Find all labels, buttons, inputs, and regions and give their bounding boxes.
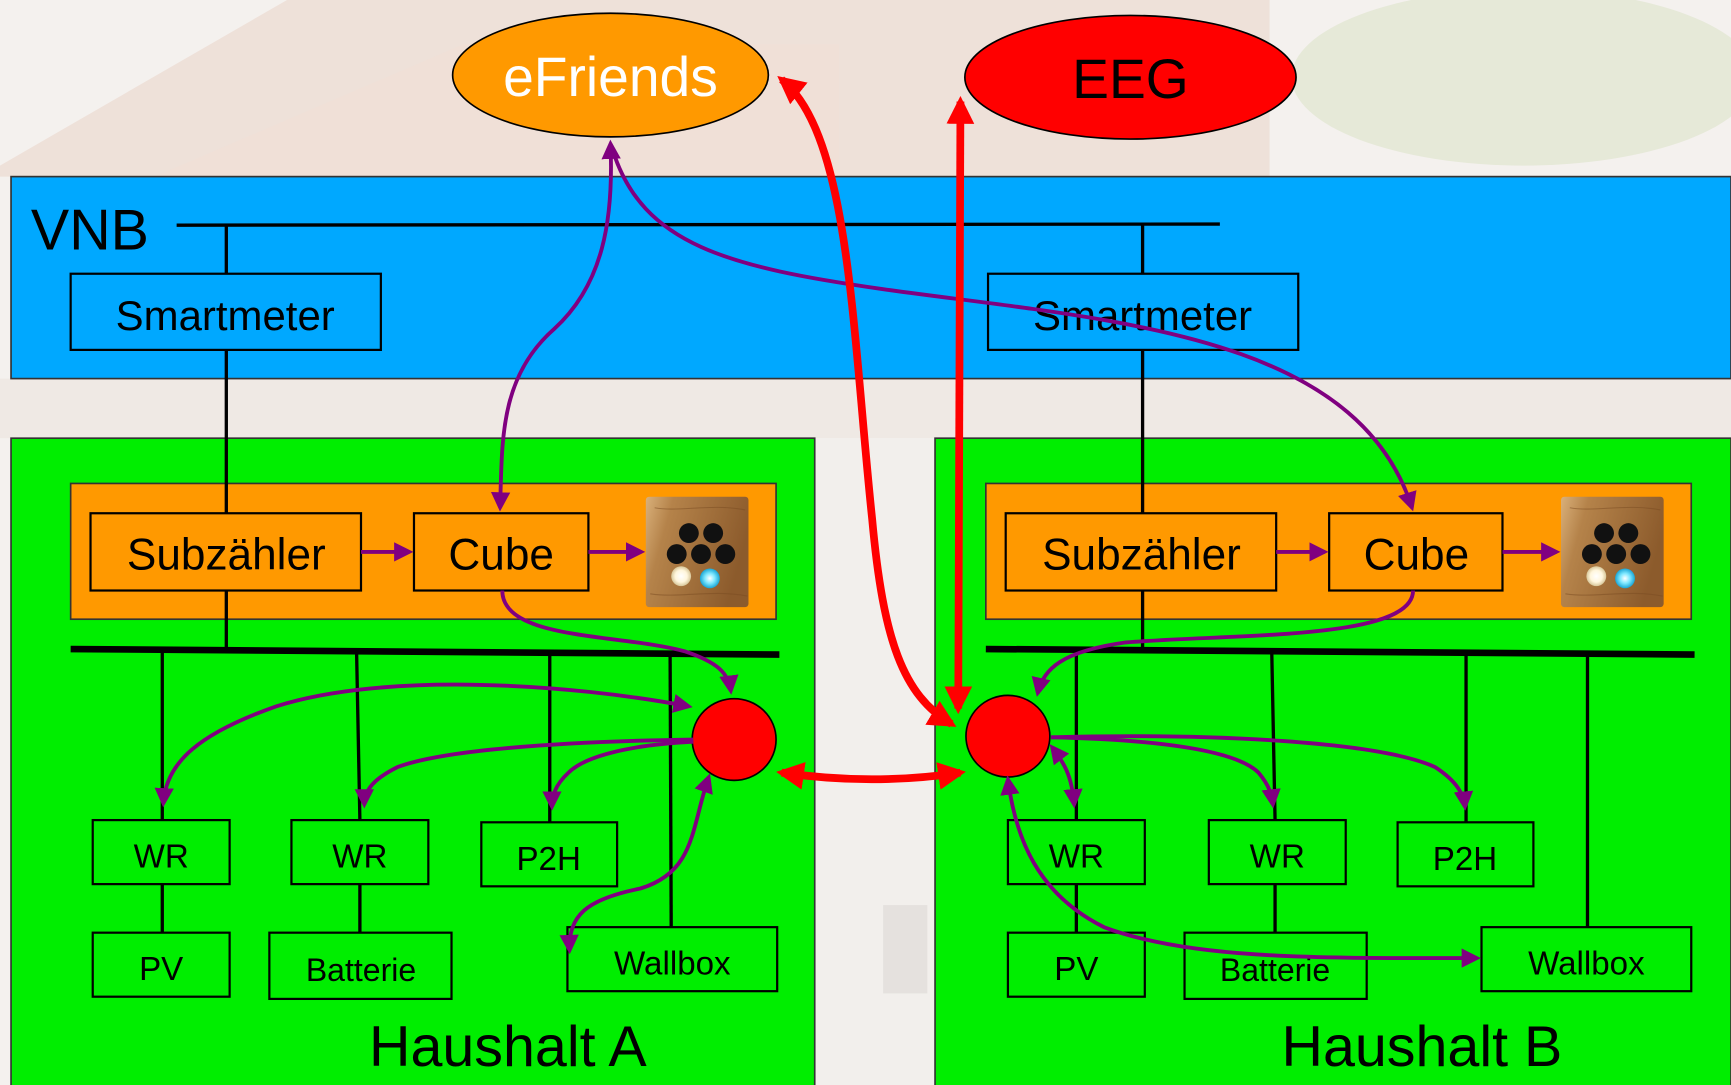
p2h-b-label: P2H — [1433, 841, 1497, 878]
controller-a-inverter-pv-arrow — [154, 682, 693, 808]
inverter-pv-a-label: WR — [134, 839, 189, 876]
inverter-battery-a-label: WR — [332, 839, 387, 876]
wallbox-b-box — [1480, 926, 1693, 993]
efriends-cube-a-arrow — [490, 139, 621, 512]
wallbox-b-label: Wallbox — [1528, 946, 1645, 983]
pv-a-label: PV — [139, 951, 183, 988]
controller-a-controller-b-arrow — [776, 762, 966, 790]
smartmeter-b-box — [986, 272, 1300, 351]
cube-b-label: Cube — [1364, 531, 1470, 580]
grid-operator-band — [10, 175, 1731, 380]
inverter-pv-b-label: WR — [1049, 839, 1104, 876]
cube-a-label: Cube — [448, 531, 554, 580]
pv-a-box — [91, 931, 231, 998]
eeg-node — [964, 14, 1297, 140]
battery-a-box — [268, 931, 453, 1001]
smartmeter-a-label: Smartmeter — [116, 292, 335, 339]
efriends-node — [451, 12, 770, 138]
inverter-battery-a-box — [290, 818, 430, 886]
controller-a-inverter-battery-arrow — [354, 737, 694, 809]
inverter-pv-a-box — [91, 818, 231, 886]
energy-flow-arrows — [776, 75, 975, 790]
household-a-bus — [70, 645, 780, 658]
submeter-a-label: Subzähler — [127, 531, 326, 580]
controller-a-p2h-arrow — [542, 739, 694, 811]
household-a-title: Haushalt A — [369, 1015, 647, 1079]
submeter-b-label: Subzähler — [1042, 531, 1241, 580]
cube-a-to-controller-arrow — [500, 590, 739, 695]
efriends-controller-b-arrow — [777, 75, 957, 728]
p2h-a-label: P2H — [516, 841, 580, 878]
grid-operator-label: VNB — [31, 198, 149, 262]
inverter-battery-b-label: WR — [1250, 839, 1305, 876]
wallbox-a-label: Wallbox — [614, 946, 731, 983]
smartmeter-a-box — [69, 272, 382, 351]
eeg-controller-b-arrow — [944, 95, 975, 715]
efriends-cube-icon — [645, 496, 749, 608]
controller-node-a — [691, 697, 777, 782]
battery-a-label: Batterie — [306, 952, 416, 988]
cube-b-to-controller-arrow — [1031, 590, 1415, 697]
eeg-label: EEG — [1072, 48, 1189, 110]
controller-b-wallbox-arrow — [1000, 775, 1481, 968]
household-b-bus — [985, 645, 1695, 658]
efriends-label: eFriends — [503, 46, 718, 108]
efriends-cube-icon — [1560, 496, 1664, 608]
controller-node-b — [965, 694, 1051, 778]
household-b-title: Haushalt B — [1282, 1015, 1563, 1079]
controller-a-wallbox-arrow — [559, 773, 713, 955]
pv-b-label: PV — [1054, 951, 1098, 988]
